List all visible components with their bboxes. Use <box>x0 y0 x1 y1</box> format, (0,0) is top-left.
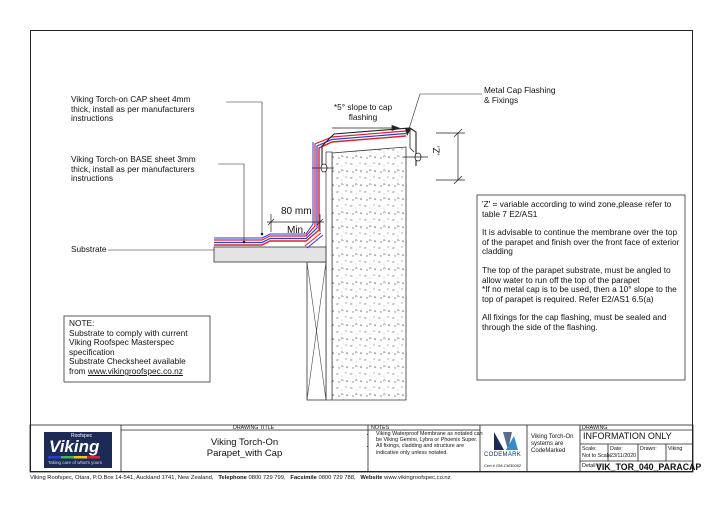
metal-cap-flashing <box>321 127 417 170</box>
footer-website-label: Website <box>360 475 383 481</box>
base-sheet-red <box>214 135 407 246</box>
detail-number: VIK_TOR_040_PARACAP <box>596 462 702 472</box>
info-notes: 'Z' = variable according to wind zone,pl… <box>482 199 682 333</box>
drawn-caption: Drawn: <box>640 446 657 452</box>
note-box <box>63 315 211 383</box>
cap-sheet-label: Viking Torch-on CAP sheet 4mm thick, ins… <box>71 94 195 124</box>
dim-80mm <box>267 214 324 232</box>
scale-caption: Scale: <box>582 446 597 452</box>
info-note-2: It is advisable to continue the membrane… <box>482 227 680 257</box>
slope-arrow <box>332 125 401 131</box>
title-note-1: Viking Waterproof Membrane as notated ca… <box>376 431 488 443</box>
codemark-label: CODEMARK <box>484 452 522 458</box>
leader-lines <box>108 93 482 251</box>
drawn-value: Viking <box>668 446 683 452</box>
cap-fixing-left <box>312 163 334 173</box>
z-dimension <box>436 128 465 185</box>
footer-telephone: 0800 729 799, <box>248 475 286 481</box>
base-sheet-blue <box>214 132 407 244</box>
footer-telephone-label: Telephone <box>218 475 247 481</box>
dim-80mm-label: 80 mm <box>281 206 312 217</box>
base-sheet-label: Viking Torch-on BASE sheet 3mm thick, in… <box>71 154 196 184</box>
info-note-1: 'Z' = variable according to wind zone,pl… <box>482 199 672 219</box>
footer-website[interactable]: www.vikingroofspec.co.nz <box>384 475 451 481</box>
slope-label: *5° slope to cap flashing <box>333 102 393 122</box>
title-notes-list: Viking Waterproof Membrane as notated ca… <box>364 431 488 456</box>
substrate-label: Substrate <box>71 244 107 254</box>
codemark-text: Viking Torch-On systems are CodeMarked <box>531 434 574 454</box>
dim-min-label: Min. <box>287 225 306 236</box>
footer-address: Viking Roofspec, Otara, P.O.Box 14-541, … <box>30 475 214 481</box>
parapet-concrete <box>331 146 407 401</box>
viking-logo <box>44 432 112 468</box>
roof-substrate <box>213 246 327 263</box>
drawing-title-caption: DRAWING TITLE <box>233 425 275 431</box>
detail-caption: Detail # <box>582 463 600 469</box>
logo-roofspec: Roofspec <box>71 433 93 439</box>
footer-fax-label: Facsimile <box>290 475 317 481</box>
note-heading: NOTE: <box>69 318 95 328</box>
metal-cap-label: Metal Cap Flashing & Fixings <box>484 85 556 105</box>
drawing-status: INFORMATION ONLY <box>583 431 672 441</box>
info-note-4: All fixings for the cap flashing, must b… <box>482 312 667 332</box>
note-link[interactable]: www.vikingroofspec.co.nz <box>87 365 183 376</box>
info-notes-box <box>476 194 686 381</box>
footer: Viking Roofspec, Otara, P.O.Box 14-541, … <box>30 475 451 481</box>
title-block-frame <box>29 424 694 473</box>
info-note-3: The top of the parapet substrate, must b… <box>482 264 677 304</box>
codemark-icon <box>494 432 518 450</box>
title-note-2: All fixings, cladding and structure are … <box>376 443 488 455</box>
z-dimension-label: 'Z' <box>431 146 441 155</box>
notes-caption: NOTES <box>371 425 390 431</box>
drawing-caption: DRAWING <box>582 425 608 431</box>
drawing-title: Viking Torch-On Parapet_with Cap <box>206 437 283 459</box>
date-caption: Date: <box>610 446 623 452</box>
footer-fax: 0800 729 788, <box>318 475 356 481</box>
parapet-substrate-board <box>325 151 333 401</box>
logo-viking: Viking <box>49 437 100 456</box>
note-box-content: NOTE: Substrate to comply with current V… <box>69 318 209 377</box>
date-value: 23/11/2020 <box>610 453 637 459</box>
codemark-cert: Cert # GM-CM30092 <box>484 463 522 468</box>
logo-tagline: Taking care of what's yours <box>48 460 103 465</box>
cap-fixing-right <box>404 152 428 162</box>
scale-value: Not to Scale <box>582 453 611 459</box>
drawing-sheet <box>30 30 693 472</box>
cap-sheet-blue <box>214 142 314 239</box>
note-body: Substrate to comply with current Viking … <box>69 327 188 376</box>
